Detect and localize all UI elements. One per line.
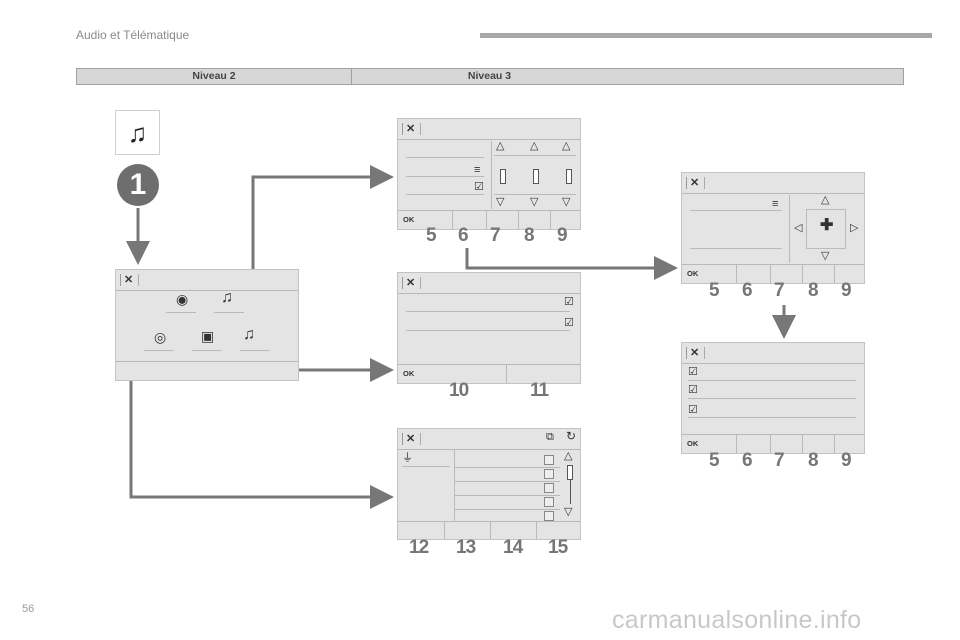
eq-slider[interactable] bbox=[533, 169, 539, 184]
checkbox-icon[interactable]: ☑ bbox=[474, 181, 484, 193]
callout-number: 12 bbox=[409, 537, 429, 558]
list-checkbox[interactable] bbox=[544, 511, 554, 521]
list-checkbox[interactable] bbox=[544, 497, 554, 507]
down-arrow-icon[interactable]: ▽ bbox=[562, 196, 571, 208]
callout-number: 8 bbox=[524, 225, 535, 246]
music-settings-icon[interactable]: ♫ bbox=[243, 326, 255, 343]
callout-number: 9 bbox=[841, 280, 852, 301]
callout-number: 13 bbox=[456, 537, 476, 558]
crosshair-icon[interactable]: ✚ bbox=[820, 217, 834, 234]
screen-equalizer: ✕ ≡ ☑ △ △ △ ▽ ▽ ▽ OK bbox=[397, 118, 581, 230]
list-checkbox[interactable] bbox=[544, 483, 554, 493]
up-arrow-icon[interactable]: △ bbox=[496, 140, 505, 152]
ok-button[interactable]: OK bbox=[687, 439, 699, 448]
refresh-icon[interactable]: ↻ bbox=[566, 429, 577, 443]
close-icon[interactable]: ✕ bbox=[686, 177, 706, 189]
checkbox-icon[interactable]: ☑ bbox=[688, 384, 698, 396]
arrow-eq-to-balance bbox=[465, 248, 678, 280]
up-arrow-icon[interactable]: △ bbox=[562, 140, 571, 152]
media-icon[interactable]: ▣ bbox=[201, 328, 215, 344]
list-icon[interactable]: ≡ bbox=[772, 198, 779, 210]
radio-settings-icon[interactable]: ◎ bbox=[154, 329, 167, 345]
source-icon[interactable]: ⧉ bbox=[546, 431, 554, 443]
list-icon[interactable]: ≡ bbox=[474, 164, 481, 176]
scrollbar-thumb[interactable] bbox=[567, 465, 573, 480]
callout-number: 15 bbox=[548, 537, 568, 558]
page-number: 56 bbox=[22, 603, 35, 615]
eq-slider[interactable] bbox=[566, 169, 572, 184]
list-checkbox[interactable] bbox=[544, 455, 554, 465]
eq-slider[interactable] bbox=[500, 169, 506, 184]
screen-audio-menu: ✕ ◉ ♫ ◎ ▣ ♫ bbox=[115, 269, 299, 381]
callout-number: 11 bbox=[530, 380, 549, 401]
callout-number: 5 bbox=[709, 450, 720, 471]
callout-number: 5 bbox=[426, 225, 437, 246]
up-arrow-icon[interactable]: △ bbox=[821, 194, 830, 206]
watermark: carmanualsonline.info bbox=[612, 606, 862, 634]
callout-number: 10 bbox=[449, 380, 469, 401]
screen-balance: ✕ ≡ △ ◁ ✚ ▷ ▽ OK bbox=[681, 172, 865, 284]
close-icon[interactable]: ✕ bbox=[402, 433, 422, 445]
down-arrow-icon[interactable]: ▽ bbox=[530, 196, 539, 208]
screen-station-list: ✕ ⧉ ↻ ⏚ △ ▽ bbox=[397, 428, 581, 540]
ok-button[interactable]: OK bbox=[403, 215, 415, 224]
right-arrow-icon[interactable]: ▷ bbox=[850, 222, 859, 234]
list-checkbox[interactable] bbox=[544, 469, 554, 479]
checkbox-icon[interactable]: ☑ bbox=[688, 404, 698, 416]
callout-number: 6 bbox=[458, 225, 469, 246]
callout-number: 8 bbox=[808, 450, 819, 471]
music-note-icon: ♫ bbox=[115, 110, 160, 155]
checkbox-icon[interactable]: ☑ bbox=[564, 317, 574, 329]
close-icon[interactable]: ✕ bbox=[402, 123, 422, 135]
radio-icon[interactable]: ◉ bbox=[176, 291, 189, 307]
music-note-icon[interactable]: ♫ bbox=[221, 289, 233, 306]
level-3-label: Niveau 3 bbox=[467, 70, 512, 82]
checkbox-icon[interactable]: ☑ bbox=[688, 366, 698, 378]
callout-number: 7 bbox=[774, 280, 785, 301]
callout-number: 14 bbox=[503, 537, 523, 558]
ok-button[interactable]: OK bbox=[687, 269, 699, 278]
callout-number: 9 bbox=[557, 225, 568, 246]
ok-button[interactable]: OK bbox=[403, 369, 415, 378]
screen-audio-options: ✕ ☑ ☑ ☑ OK bbox=[681, 342, 865, 454]
callout-number: 5 bbox=[709, 280, 720, 301]
close-icon[interactable]: ✕ bbox=[120, 274, 140, 286]
header-rule bbox=[480, 33, 932, 38]
callout-number: 6 bbox=[742, 280, 753, 301]
scroll-up-icon[interactable]: △ bbox=[564, 450, 573, 462]
balance-pad[interactable] bbox=[806, 209, 846, 249]
filter-icon[interactable]: ⏚ bbox=[402, 452, 413, 464]
down-arrow-icon[interactable]: ▽ bbox=[496, 196, 505, 208]
close-icon[interactable]: ✕ bbox=[686, 347, 706, 359]
level-2-label: Niveau 2 bbox=[192, 70, 236, 82]
callout-number: 7 bbox=[774, 450, 785, 471]
step-badge-1: 1 bbox=[117, 164, 159, 206]
callout-number: 9 bbox=[841, 450, 852, 471]
page-header-title: Audio et Télématique bbox=[76, 28, 190, 42]
callout-number: 8 bbox=[808, 280, 819, 301]
down-arrow-icon[interactable]: ▽ bbox=[821, 250, 830, 262]
close-icon[interactable]: ✕ bbox=[402, 277, 422, 289]
levels-bar: Niveau 2 Niveau 3 bbox=[76, 68, 904, 85]
up-arrow-icon[interactable]: △ bbox=[530, 140, 539, 152]
checkbox-icon[interactable]: ☑ bbox=[564, 296, 574, 308]
callout-number: 7 bbox=[490, 225, 501, 246]
level-divider bbox=[351, 69, 352, 84]
scroll-down-icon[interactable]: ▽ bbox=[564, 506, 573, 518]
left-arrow-icon[interactable]: ◁ bbox=[794, 222, 803, 234]
screen-options: ✕ ☑ ☑ OK bbox=[397, 272, 581, 384]
callout-number: 6 bbox=[742, 450, 753, 471]
